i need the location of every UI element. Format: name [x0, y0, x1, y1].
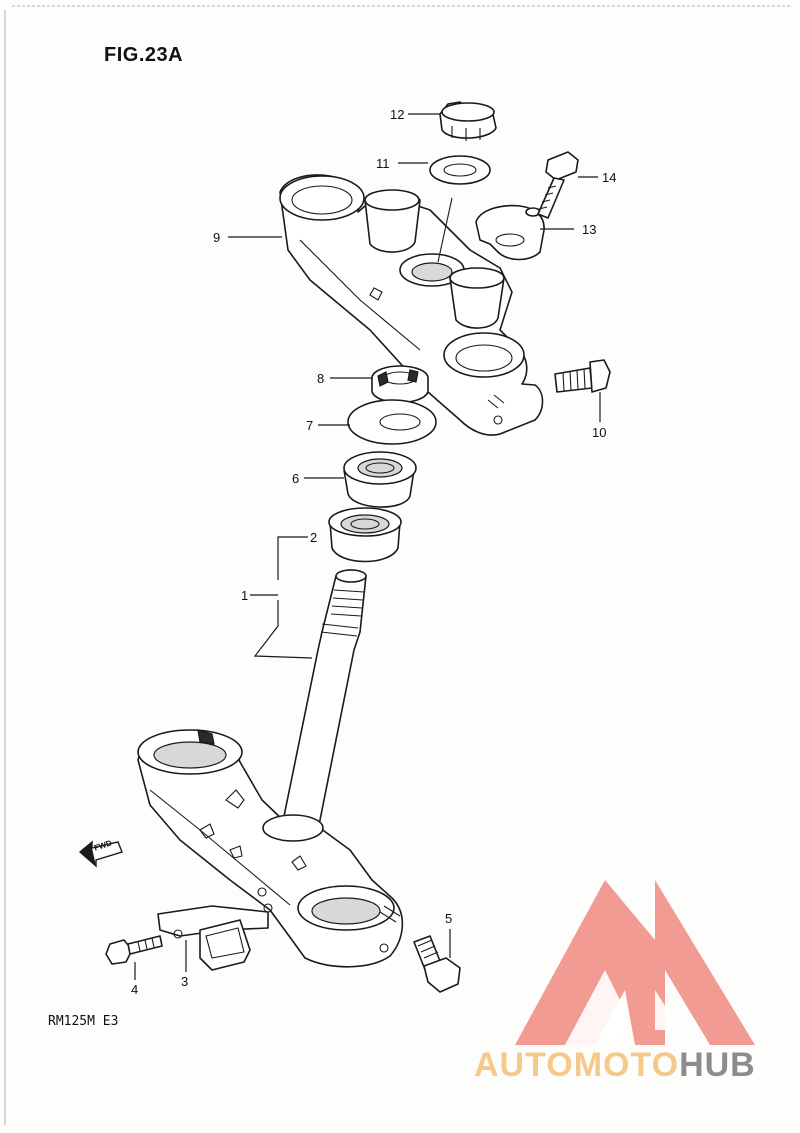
bearing-part-6 — [343, 451, 417, 508]
steering-stem-part-1 — [281, 569, 367, 831]
bolt-part-4 — [105, 935, 163, 965]
lower-bracket — [137, 729, 404, 968]
watermark-brand-part1: AUTOMOTO — [474, 1046, 680, 1084]
dust-seal-part-7 — [347, 399, 437, 445]
lock-nut-part-8 — [371, 365, 429, 404]
callout-13: 13 — [582, 222, 597, 237]
washer-part-11 — [429, 155, 491, 263]
bearing-part-2 — [328, 507, 402, 563]
bolt-part-5 — [413, 935, 461, 993]
leader-lines — [134, 113, 601, 980]
bolt-part-14 — [537, 151, 579, 219]
callout-14: 14 — [602, 170, 617, 185]
upper-bracket-part-9 — [279, 174, 544, 436]
handlebar-holder-part-13 — [475, 204, 545, 261]
callout-6: 6 — [292, 471, 300, 486]
callout-8: 8 — [317, 371, 325, 386]
callout-10: 10 — [592, 425, 607, 440]
model-code: RM125M E3 — [48, 1014, 119, 1029]
watermark-wordmark: AUTOMOTOHUB — [474, 1048, 756, 1082]
callout-7: 7 — [306, 418, 314, 433]
callout-11: 11 — [376, 156, 390, 171]
watermark-brand-part2: HUB — [679, 1046, 756, 1084]
bolt-part-10 — [554, 359, 611, 393]
callout-3: 3 — [181, 974, 189, 989]
steering-stem-nut-part-12 — [439, 101, 497, 141]
callout-5: 5 — [445, 911, 453, 926]
callout-12: 12 — [390, 107, 405, 122]
figure-title: FIG.23A — [104, 44, 184, 66]
triangle-m-logo-icon — [515, 880, 755, 1045]
guide-part-3 — [157, 905, 269, 971]
callout-1: 1 — [241, 588, 249, 603]
callout-9: 9 — [213, 230, 221, 245]
callout-4: 4 — [131, 982, 139, 997]
callout-2: 2 — [310, 530, 318, 545]
forward-arrow-icon — [78, 840, 123, 868]
